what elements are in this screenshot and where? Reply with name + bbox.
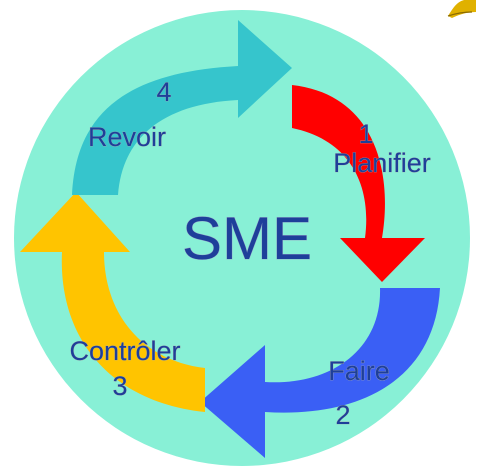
bell-icon [447, 0, 476, 18]
step-4-label: Revoir [88, 122, 166, 152]
step-1-arrow [292, 85, 425, 282]
step-2-number: 2 [335, 400, 350, 430]
step-3-arrow [20, 192, 205, 412]
step-1-number: 1 [358, 119, 373, 149]
step-3-number: 3 [112, 371, 127, 401]
step-1-label: Planifier [333, 148, 431, 178]
step-2-arrow [200, 288, 440, 458]
center-label: SME [182, 205, 312, 272]
step-2-label: Faire [328, 356, 390, 386]
step-4-arrow [72, 20, 292, 195]
step-3-label: Contrôler [69, 336, 180, 366]
step-4-number: 4 [156, 77, 171, 107]
